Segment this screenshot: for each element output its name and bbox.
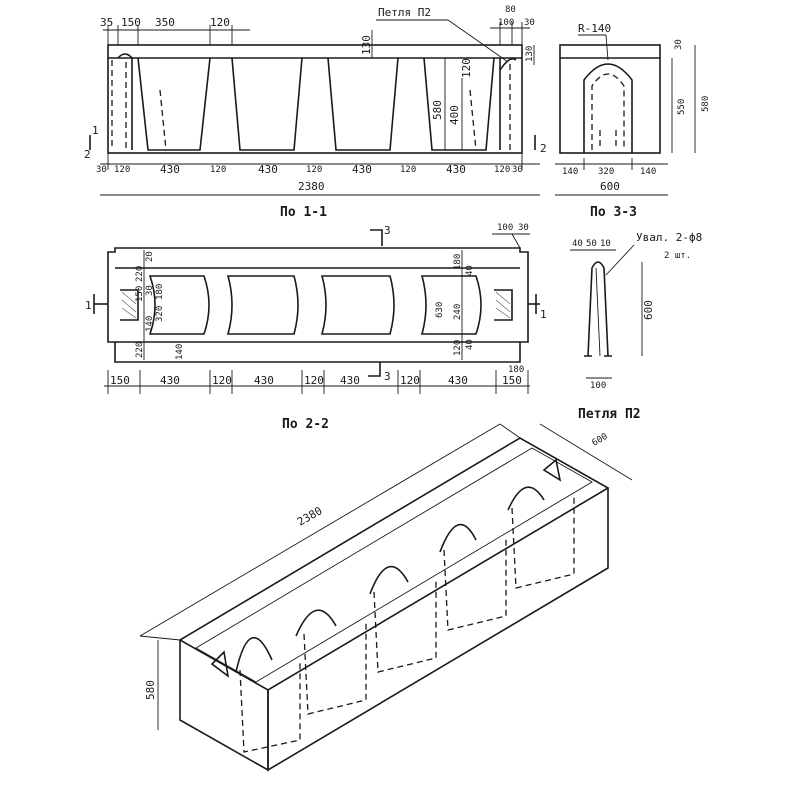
- s1-bottom-dim: 120: [494, 165, 510, 175]
- isometric-view: 2380 600 580: [139, 423, 633, 772]
- s2-title: По 2-2: [282, 417, 329, 432]
- s1-title: По 1-1: [280, 205, 327, 220]
- s2-bottom-dim: 430: [340, 374, 360, 387]
- s1-bottom-dim: 120: [400, 165, 416, 175]
- s1-height-dim-4: 120: [460, 58, 473, 78]
- s3-radius: R-140: [578, 22, 611, 35]
- s2-left-dim-1: 220: [135, 266, 145, 282]
- s1-top-right-dim-3: 30: [524, 18, 535, 28]
- s1-bottom-dim: 430: [446, 163, 466, 176]
- s2-left-dim-8: 140: [145, 316, 155, 332]
- s2-left-dim-4: 30: [145, 285, 155, 296]
- s1-mark-1: 1: [92, 124, 99, 137]
- s1-bottom-dims: 30 120 430 120 430 120 430 120 430 120 3…: [96, 163, 523, 176]
- s1-bottom-dim: 430: [160, 163, 180, 176]
- s3-width: 600: [600, 180, 620, 193]
- s1-top-dim-2: 150: [121, 16, 141, 29]
- s2-left-dim-6: 320: [155, 306, 165, 322]
- s3-title: По 3-3: [590, 205, 637, 220]
- loop-height: 600: [642, 300, 655, 320]
- iso-length: 2380: [295, 504, 324, 529]
- iso-width: 600: [591, 432, 610, 449]
- s2-left-dim-7: 220: [135, 342, 145, 358]
- s2-bottom-dim: 120: [212, 374, 232, 387]
- s1-top-right-dim-1: 80: [505, 5, 516, 15]
- s2-right-dim-3: 240: [453, 304, 463, 320]
- s1-bottom-dim: 120: [306, 165, 322, 175]
- loop-p2-detail: 40 50 10 Увал. 2-ф8 2 шт. 600 100 Петля …: [570, 231, 702, 422]
- s3-bottom-dim-2: 320: [598, 167, 614, 177]
- s2-right-bottom-dim: 180: [508, 365, 524, 375]
- s1-top-dim-1: 35: [100, 16, 113, 29]
- s3-top-dim: 30: [674, 39, 684, 50]
- loop-top-dim-3: 10: [600, 239, 611, 249]
- s1-top-dim-4: 120: [210, 16, 230, 29]
- s1-loop-label: Петля П2: [378, 6, 431, 19]
- s1-bottom-dim: 120: [210, 165, 226, 175]
- s2-right-top-dim-2: 30: [518, 223, 529, 233]
- s1-top-right-dim-2: 100: [498, 18, 514, 28]
- s2-left-dim-2: 20: [145, 251, 155, 262]
- s2-mark-3-top: 3: [384, 224, 391, 237]
- s2-bottom-dim: 430: [254, 374, 274, 387]
- s3-bottom-dim-1: 140: [562, 167, 578, 177]
- s1-height-dim-2: 580: [431, 100, 444, 120]
- s1-mark-2: 2: [84, 148, 91, 161]
- s1-height-dim-5: 130: [525, 46, 535, 62]
- s2-left-dim-3: 150: [135, 286, 145, 302]
- s2-left-dim-9: 140: [175, 344, 185, 360]
- s3-height-dim-2: 580: [701, 96, 711, 112]
- section-2-2: 1 1 3 3 100 30 220 20 150 30 180 320 220…: [85, 223, 547, 432]
- s2-right-dim-2: 40: [465, 265, 475, 276]
- s2-bottom-dim: 150: [502, 374, 522, 387]
- s2-right-dim-5: 120: [453, 340, 463, 356]
- loop-top-dim-1: 40: [572, 239, 583, 249]
- s2-right-dim-1: 180: [453, 254, 463, 270]
- s2-bottom-dim: 120: [304, 374, 324, 387]
- s1-bottom-dim: 430: [258, 163, 278, 176]
- s2-mark-3-bot: 3: [384, 370, 391, 383]
- iso-height: 580: [144, 680, 157, 700]
- loop-title: Петля П2: [578, 407, 641, 422]
- s3-height-dim-1: 550: [677, 99, 687, 115]
- s2-bottom-dim: 150: [110, 374, 130, 387]
- s1-mark-2b: 2: [540, 142, 547, 155]
- section-3-3: R-140 30 550 580 140 320 140 600 По 3-3: [555, 22, 711, 220]
- s2-right-dim-6: 40: [465, 339, 475, 350]
- s2-bottom-dim: 120: [400, 374, 420, 387]
- loop-top-dim-2: 50: [586, 239, 597, 249]
- s3-bottom-dim-3: 140: [640, 167, 656, 177]
- loop-base: 100: [590, 381, 606, 391]
- s2-right-dim-4: 630: [435, 302, 445, 318]
- s2-mark-1-right: 1: [540, 308, 547, 321]
- s1-top-dim-3: 350: [155, 16, 175, 29]
- s1-bottom-dim: 30: [96, 165, 107, 175]
- s2-left-dim-5: 180: [155, 284, 165, 300]
- loop-spec-2: 2 шт.: [664, 251, 691, 261]
- s1-height-dim-3: 400: [448, 105, 461, 125]
- s2-bottom-dim: 430: [160, 374, 180, 387]
- s2-bottom-dim: 430: [448, 374, 468, 387]
- s1-height-dim-1: 130: [360, 35, 373, 55]
- s1-bottom-dim: 430: [352, 163, 372, 176]
- s1-bottom-dim: 120: [114, 165, 130, 175]
- loop-spec-1: Увал. 2-ф8: [636, 231, 702, 244]
- s2-right-top-dim-1: 100: [497, 223, 513, 233]
- s1-bottom-dim: 30: [512, 165, 523, 175]
- s1-overall-length: 2380: [298, 180, 325, 193]
- section-1-1: 35 150 350 120 Петля П2 80 100 30 130 58…: [84, 5, 547, 220]
- s2-mark-1-left: 1: [85, 299, 92, 312]
